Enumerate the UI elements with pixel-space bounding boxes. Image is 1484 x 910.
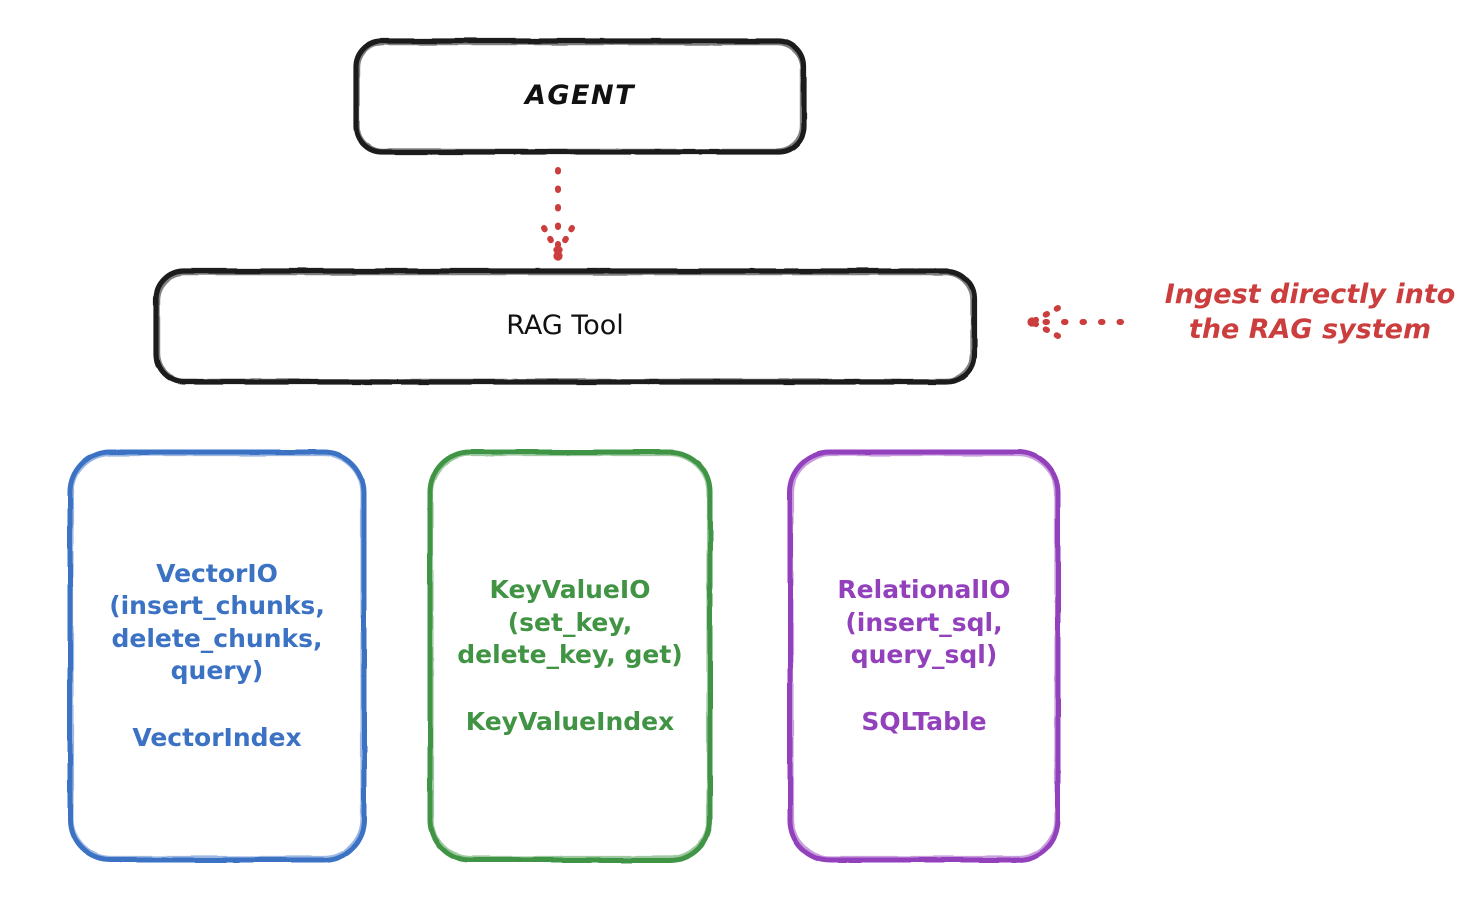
agent-label: AGENT — [524, 80, 635, 112]
ingest-annotation-text: Ingest directly into the RAG system — [1164, 279, 1456, 345]
relational-io-label: RelationalIO (insert_sql, query_sql) — [837, 575, 1011, 669]
rag-tool-label: RAG Tool — [506, 310, 624, 342]
agent-to-rag-tool-connector — [541, 167, 575, 261]
agent-box[interactable]: AGENT — [355, 40, 805, 153]
vector-io-label: VectorIO (insert_chunks, delete_chunks, … — [109, 558, 325, 686]
relational-io-sublabel: SQLTable — [861, 706, 987, 736]
vector-io-sublabel: VectorIndex — [132, 722, 302, 752]
key-value-io-sublabel: KeyValueIndex — [465, 706, 675, 736]
ingest-connector — [1027, 305, 1124, 339]
rag-tool-box[interactable]: RAG Tool — [155, 270, 975, 383]
vector-io-box[interactable]: VectorIO (insert_chunks, delete_chunks, … — [68, 450, 366, 862]
relational-io-box[interactable]: RelationalIO (insert_sql, query_sql) SQL… — [788, 450, 1060, 862]
key-value-io-label: KeyValueIO (set_key, delete_key, get) — [457, 575, 683, 669]
key-value-io-box[interactable]: KeyValueIO (set_key, delete_key, get) Ke… — [428, 450, 712, 862]
